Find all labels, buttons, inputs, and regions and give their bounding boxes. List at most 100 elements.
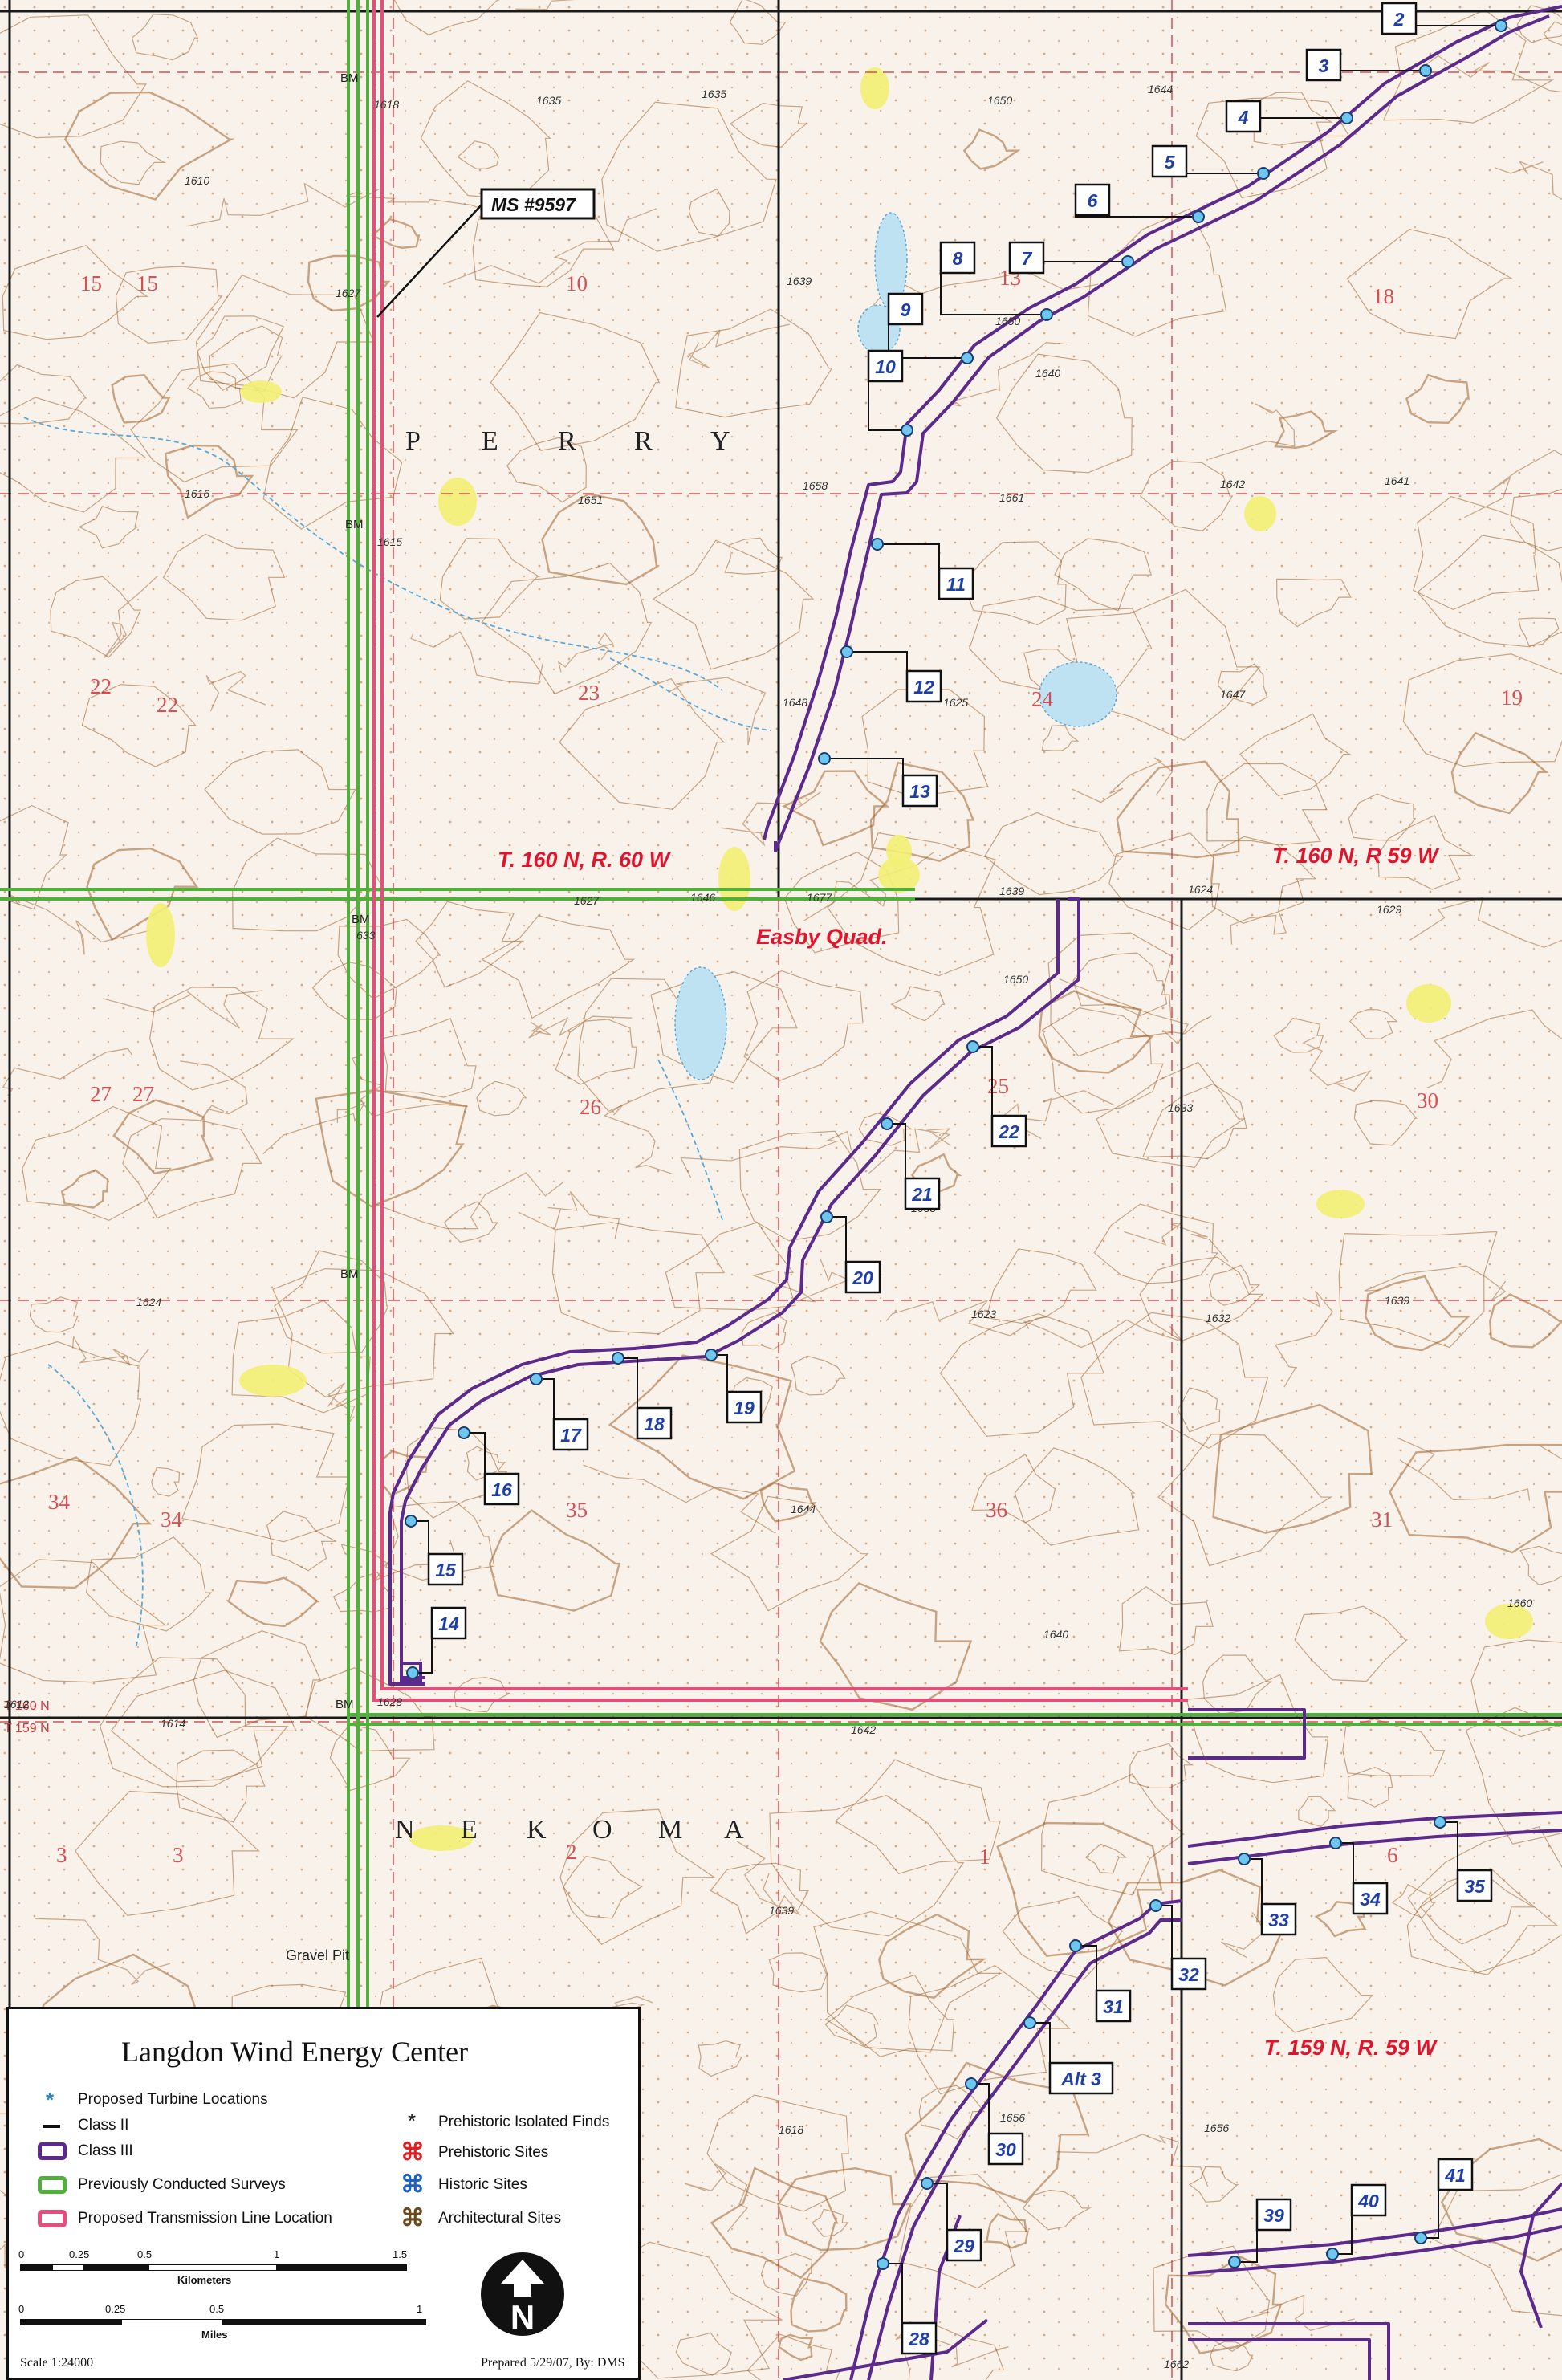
contour [1065,588,1261,741]
turbine-marker [921,2177,934,2190]
section-number: 6 [1387,1843,1398,1867]
misc-label: BM [352,913,370,926]
contour [1347,1766,1393,1808]
contour [35,1918,170,1985]
turbine-marker [406,1666,419,1679]
section-number: 1 [979,1845,990,1869]
misc-label: T 160 N [4,1699,50,1713]
turbine-label-box [1255,2198,1292,2232]
contour [0,397,148,513]
contour [1489,1293,1562,1349]
elevation-label: 1651 [578,494,603,507]
contour [1382,9,1555,124]
elevation-label: 1656 [1000,2111,1025,2124]
contour [1543,21,1562,46]
contour [608,1354,796,1500]
turbine-leader [940,258,1047,315]
contour [1409,897,1562,948]
contour [710,1495,869,1612]
transmission-line [380,0,1188,1690]
elevation-label: 1635 [702,87,726,100]
contour [1188,2166,1239,2203]
turbine-label-box [483,1472,520,1506]
legend-item-prehistoric-sites: ⌘ Prehistoric Sites [398,2141,548,2165]
contour [1298,1796,1336,1828]
legend-item-isolated-finds: Prehistoric Isolated Finds [398,2109,609,2134]
turbine-label-box [946,2228,982,2262]
contour [1510,489,1562,551]
contour [104,575,158,658]
turbine-marker [405,1515,417,1528]
ms-leader [376,204,482,318]
highlight [239,1365,307,1397]
section-number: 15 [136,271,158,295]
contour [1239,713,1352,797]
class-iii-route [388,899,1060,1686]
elevation-label: 1640 [1043,1628,1068,1641]
contour [329,1723,411,1792]
contour [724,537,783,575]
turbine-label: 15 [435,1560,457,1581]
contour [746,2333,841,2380]
legend-label: Class II [78,2117,129,2134]
highlight [878,857,920,893]
contour [515,0,576,10]
contour [1153,2245,1271,2353]
water-features [23,212,1117,1646]
architectural-site-icon: ⌘ [401,2205,425,2232]
contour [1389,1443,1562,1554]
contour [262,397,403,530]
class-iii-icon [38,2142,67,2160]
contour [528,1015,633,1039]
section-number: 3 [173,1843,184,1867]
turbine-marker [840,645,853,658]
contour [819,1581,973,1711]
contour [151,1467,181,1497]
contour [1216,2294,1355,2332]
pond [674,966,727,1080]
contour [443,1201,499,1243]
contour [50,576,142,658]
contour [78,505,139,549]
contour [813,1910,1003,2053]
contour [115,266,223,344]
turbine-label: 34 [1360,1889,1381,1910]
km-tick-0: 0 [18,2248,25,2260]
contour [380,1018,477,1098]
highlight [718,847,750,911]
isolated-find-icon [398,2109,427,2134]
contour [555,1019,637,1085]
section-number: 10 [566,271,588,295]
contour [861,689,989,795]
contour [983,812,1125,896]
contour [559,677,726,810]
contour [131,14,199,61]
turbine-marker [1069,1939,1082,1952]
elevation-label: 1656 [1204,2122,1229,2134]
section-number: 22 [90,674,112,698]
contour [698,2040,742,2077]
contour [877,1913,987,2000]
township-label-perry: E [482,426,498,456]
prepared-by: Prepared 5/29/07, By: DMS [481,2356,625,2370]
elevation-label: 1650 [995,315,1020,328]
turbine-label-box [1260,1902,1297,1936]
elevation-label: 1677 [807,891,832,904]
section-number: 36 [986,1498,1007,1522]
elevation-label: 1647 [1220,688,1246,701]
contour [1108,832,1221,930]
class-ii-icon [38,2117,67,2134]
section-number: 31 [1371,1507,1393,1532]
section-number: 22 [157,693,178,717]
contour [1518,617,1560,647]
contour [551,1222,726,1335]
turbine-icon [38,2088,67,2113]
turbine-marker [818,752,831,765]
contour [736,1840,801,1916]
contour [827,832,997,977]
turbine-label: 18 [644,1414,665,1434]
elevation-label: 1662 [1164,2358,1189,2370]
legend-title: Langdon Wind Energy Center [121,2036,469,2068]
turbine-marker [1414,2232,1427,2244]
turbine-label: 8 [953,248,963,269]
